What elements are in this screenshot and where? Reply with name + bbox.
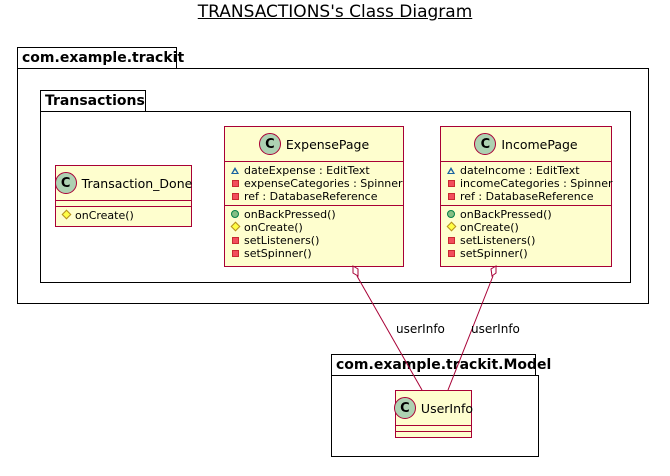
package-tab-model: com.example.trackit.Model xyxy=(331,354,551,376)
method-text: onCreate() xyxy=(75,209,134,222)
method-text: setListeners() xyxy=(460,234,536,247)
method-item: setListeners() xyxy=(447,234,607,247)
public-visibility-icon xyxy=(231,208,240,221)
private-visibility-icon xyxy=(447,234,456,247)
field-text: dateIncome : EditText xyxy=(460,164,580,177)
package-name-trackit: com.example.trackit xyxy=(22,50,185,66)
class-icon: C xyxy=(474,133,497,155)
class-name: ExpensePage xyxy=(285,136,370,152)
method-item: setSpinner() xyxy=(231,247,399,260)
method-text: onCreate() xyxy=(244,221,303,234)
aggregation-diamond-icon xyxy=(490,265,497,277)
class-name: IncomePage xyxy=(501,136,578,152)
private-visibility-icon xyxy=(231,247,240,260)
class-icon: C xyxy=(393,397,416,419)
class-user-info[interactable]: C UserInfo xyxy=(393,390,474,438)
method-text: onBackPressed() xyxy=(244,208,336,221)
field-text: dateExpense : EditText xyxy=(244,164,370,177)
fields-section: dateIncome : EditText incomeCategories :… xyxy=(441,161,613,205)
method-text: setSpinner() xyxy=(244,247,312,260)
field-item: ref : DatabaseReference xyxy=(447,190,607,203)
fields-section xyxy=(396,425,471,431)
class-expense-page[interactable]: C ExpensePage dateExpense : EditText exp… xyxy=(224,126,404,267)
relation-line-expense-userinfo xyxy=(356,275,423,391)
field-text: incomeCategories : Spinner xyxy=(460,177,613,190)
fields-section: dateExpense : EditText expenseCategories… xyxy=(225,161,403,205)
field-item: dateIncome : EditText xyxy=(447,164,607,177)
fields-section xyxy=(56,200,191,206)
private-visibility-icon xyxy=(447,247,456,260)
method-item: onCreate() xyxy=(231,221,399,234)
class-name: UserInfo xyxy=(420,400,474,416)
methods-section: onCreate() xyxy=(56,206,191,224)
relation-label-expense: userInfo xyxy=(396,322,445,336)
field-text: expenseCategories : Spinner xyxy=(244,177,403,190)
method-text: setSpinner() xyxy=(460,247,528,260)
relation-label-income: userInfo xyxy=(471,322,520,336)
method-item: onBackPressed() xyxy=(231,208,399,221)
methods-section: onBackPressed() onCreate() setListeners(… xyxy=(225,205,403,262)
diagram-title: TRANSACTIONS's Class Diagram xyxy=(197,2,473,22)
package-visibility-icon xyxy=(447,164,456,177)
package-tab-trackit: com.example.trackit xyxy=(17,47,184,69)
method-item: setListeners() xyxy=(231,234,399,247)
private-visibility-icon xyxy=(447,190,456,203)
method-text: onBackPressed() xyxy=(460,208,552,221)
field-text: ref : DatabaseReference xyxy=(460,190,594,203)
method-text: onCreate() xyxy=(460,221,519,234)
class-header: C UserInfo xyxy=(393,391,474,425)
class-icon: C xyxy=(54,172,77,194)
method-item: onCreate() xyxy=(62,209,187,222)
method-item: onCreate() xyxy=(447,221,607,234)
public-visibility-icon xyxy=(447,208,456,221)
package-tab-transactions: Transactions xyxy=(40,90,146,112)
methods-section: onBackPressed() onCreate() setListeners(… xyxy=(441,205,611,262)
package-name-transactions: Transactions xyxy=(45,93,145,109)
private-visibility-icon xyxy=(231,177,240,190)
class-header: C Transaction_Done xyxy=(54,166,193,200)
class-icon: C xyxy=(258,133,281,155)
class-income-page[interactable]: C IncomePage dateIncome : EditText incom… xyxy=(440,126,613,267)
package-name-model: com.example.trackit.Model xyxy=(336,357,552,373)
field-item: incomeCategories : Spinner xyxy=(447,177,613,190)
class-name: Transaction_Done xyxy=(81,175,193,191)
method-item: setSpinner() xyxy=(447,247,607,260)
method-item: onBackPressed() xyxy=(447,208,607,221)
field-item: expenseCategories : Spinner xyxy=(231,177,403,190)
private-visibility-icon xyxy=(231,190,240,203)
field-item: ref : DatabaseReference xyxy=(231,190,399,203)
class-header: C ExpensePage xyxy=(225,127,403,161)
methods-section xyxy=(396,431,471,437)
field-item: dateExpense : EditText xyxy=(231,164,399,177)
field-text: ref : DatabaseReference xyxy=(244,190,378,203)
relation-line-income-userinfo xyxy=(447,275,494,391)
private-visibility-icon xyxy=(231,234,240,247)
method-text: setListeners() xyxy=(244,234,320,247)
aggregation-diamond-icon xyxy=(352,265,359,277)
private-visibility-icon xyxy=(447,177,456,190)
class-transaction-done[interactable]: C Transaction_Done onCreate() xyxy=(54,165,193,227)
package-visibility-icon xyxy=(231,164,240,177)
class-header: C IncomePage xyxy=(441,127,611,161)
